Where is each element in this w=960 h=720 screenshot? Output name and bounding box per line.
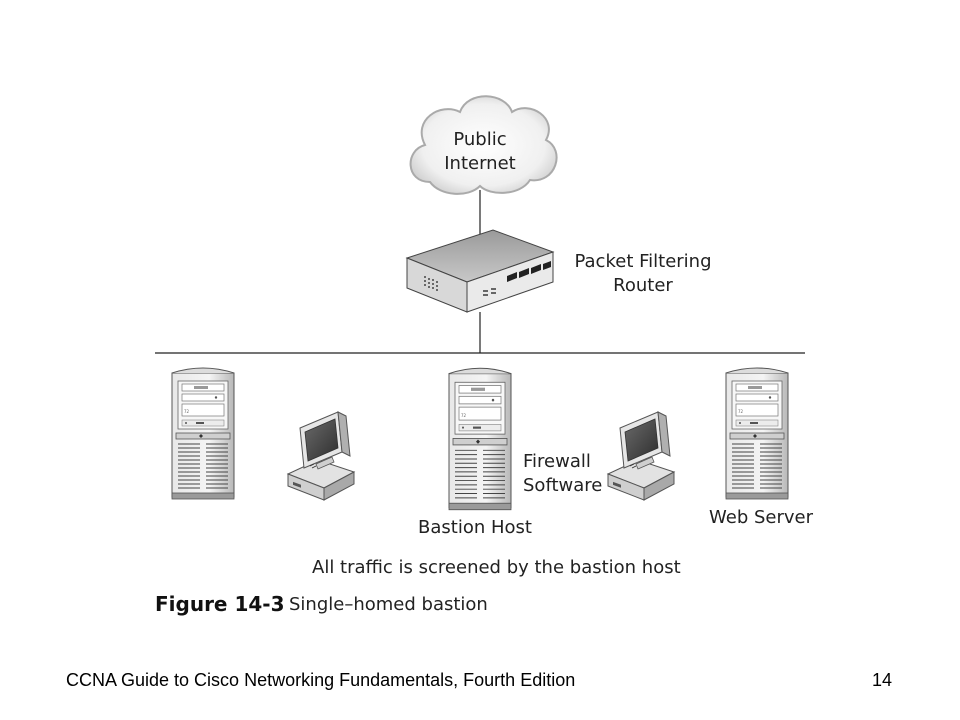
cloud-label-line2: Internet [444,153,516,174]
figure-title: Single–homed bastion [289,594,488,615]
workstation-icon [287,411,355,501]
traffic-note: All traffic is screened by the bastion h… [312,557,681,578]
cloud-label: Public Internet [430,128,530,176]
figure-number: Figure 14-3 [155,592,285,616]
cloud-label-line1: Public [453,129,507,150]
firewall-label-line1: Firewall [523,451,591,472]
server-tower-icon [171,367,235,500]
router-label: Packet Filtering Router [568,250,718,298]
router-label-line1: Packet Filtering [574,251,712,272]
web-server-label: Web Server [709,507,813,528]
footer-page-number: 14 [872,670,893,690]
router-label-line2: Router [613,275,673,296]
bastion-host-label: Bastion Host [418,517,532,538]
footer-book-title: CCNA Guide to Cisco Networking Fundament… [66,670,576,690]
bastion-host-tower-icon [448,367,512,511]
firewall-label: Firewall Software [523,450,602,498]
firewall-label-line2: Software [523,475,603,496]
internet-cloud-icon [409,95,558,195]
router-icon [406,229,554,313]
web-server-tower-icon [725,367,789,500]
workstation-icon [607,411,675,501]
